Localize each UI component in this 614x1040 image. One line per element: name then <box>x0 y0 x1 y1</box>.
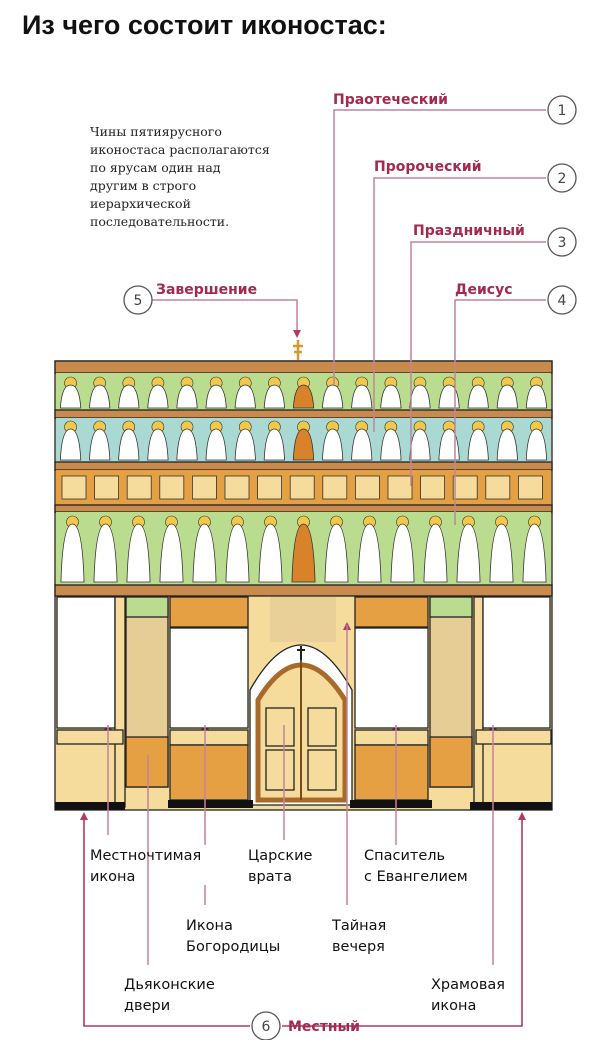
prophet-figure <box>59 428 82 461</box>
feast-icon <box>224 475 250 500</box>
prophet-figure <box>176 428 198 461</box>
deisis-figure <box>192 523 217 583</box>
svg-text:6: 6 <box>262 1019 271 1035</box>
feast-icon <box>387 475 413 500</box>
prophet-figure <box>438 428 460 461</box>
feast-icon <box>420 475 446 500</box>
prophet-figure <box>118 428 140 461</box>
tier-label-deisis: Деисус <box>455 282 513 298</box>
forefather-figure <box>292 384 315 409</box>
forefather-figure <box>496 384 518 409</box>
forefather-figure <box>59 384 82 409</box>
local-icon-left <box>56 596 116 729</box>
prophet-figure <box>89 428 111 461</box>
deisis-figure <box>456 523 481 583</box>
tier-label-forefathers: Праотеческий <box>333 92 448 108</box>
feast-icon <box>61 475 87 500</box>
deisis-figure <box>522 523 547 583</box>
feast-icon <box>126 475 152 500</box>
temple-icon <box>482 596 551 729</box>
svg-text:1: 1 <box>558 103 567 119</box>
description-text: Чины пятиярусного иконостаса располагают… <box>90 124 274 229</box>
forefather-figure <box>176 384 198 409</box>
deisis-figure <box>423 523 448 583</box>
feast-icon <box>322 475 348 500</box>
local-tier <box>55 596 552 810</box>
prophet-figure <box>147 428 169 461</box>
prophet-figure <box>292 428 315 461</box>
svg-text:4: 4 <box>558 293 567 309</box>
forefather-figure <box>89 384 111 409</box>
feast-icon <box>289 475 315 500</box>
prophet-figure <box>234 428 256 461</box>
prophet-figure <box>322 428 344 461</box>
tier-label-prophets: Пророческий <box>374 159 482 175</box>
forefather-figure <box>147 384 169 409</box>
prophet-figure <box>351 428 373 461</box>
tier-label-crowning: Завершение <box>156 282 257 298</box>
forefather-figure <box>438 384 460 409</box>
crowning-cross-icon <box>293 340 303 360</box>
deisis-figure <box>126 523 151 583</box>
prophet-figure <box>380 428 402 461</box>
forefather-figure <box>205 384 227 409</box>
theotokos-icon <box>169 627 249 729</box>
forefather-figure <box>118 384 140 409</box>
feast-icon <box>452 475 478 500</box>
forefather-figure <box>467 384 489 409</box>
deisis-figure <box>324 523 349 583</box>
forefather-figure <box>263 384 286 409</box>
prophet-figure <box>496 428 518 461</box>
last-supper-icon <box>270 597 336 642</box>
deisis-figure <box>225 523 250 583</box>
saviour-icon <box>354 627 429 729</box>
top-cornice <box>54 360 553 374</box>
tier-callouts: Праотеческий 1 Пророческий 2 Праздничный… <box>123 92 577 525</box>
feast-icon <box>354 475 380 500</box>
tier-label-feasts: Праздничный <box>413 223 525 239</box>
svg-text:2: 2 <box>558 171 567 187</box>
deisis-figure <box>390 523 415 583</box>
deisis-figure <box>489 523 514 583</box>
forefather-figure <box>380 384 402 409</box>
deisis-figure <box>93 523 118 583</box>
bottom-leaders: 6 Местный <box>83 625 523 1040</box>
prophet-figure <box>467 428 489 461</box>
prophet-figure <box>205 428 227 461</box>
deisis-figure <box>60 523 85 583</box>
deisis-figure <box>357 523 382 583</box>
svg-text:3: 3 <box>558 235 567 251</box>
deisis-figure <box>291 523 316 583</box>
feast-icon <box>518 475 543 500</box>
page-title: Из чего состоит иконостас: <box>22 10 387 40</box>
prophet-figure <box>525 428 548 461</box>
feast-icon <box>485 475 511 500</box>
feast-icon <box>191 475 217 500</box>
deisis-figure <box>159 523 184 583</box>
svg-text:5: 5 <box>134 293 143 309</box>
feast-icon <box>94 475 119 500</box>
forefather-figure <box>351 384 373 409</box>
forefather-figure <box>525 384 548 409</box>
cross-icon <box>297 646 305 660</box>
feast-icon <box>257 475 283 500</box>
forefather-figure <box>234 384 256 409</box>
forefather-figure <box>321 384 344 409</box>
deisis-figure <box>258 523 283 583</box>
prophet-figure <box>263 428 285 461</box>
iconostasis <box>54 340 553 820</box>
tier-label-local: Местный <box>288 1019 360 1035</box>
feast-icon <box>159 475 185 500</box>
